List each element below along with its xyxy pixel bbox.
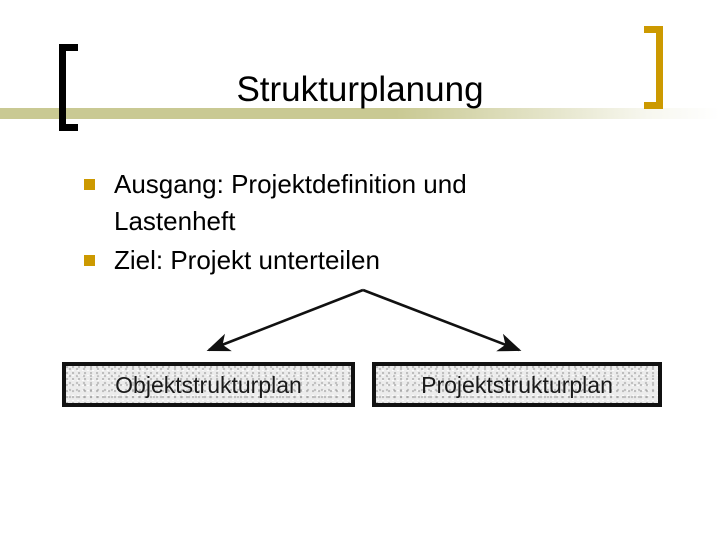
square-bullet-icon: [84, 179, 95, 190]
list-item-label: Ausgang: Projektdefinition und Lastenhef…: [114, 169, 467, 236]
left-bracket-stem: [59, 44, 66, 131]
list-item: Ziel: Projekt unterteilen: [84, 242, 584, 279]
right-bracket-arm-bottom: [644, 102, 663, 109]
bullet-list: Ausgang: Projektdefinition und Lastenhef…: [84, 166, 584, 281]
arrow-to-objektstrukturplan: [206, 288, 364, 352]
list-item: Ausgang: Projektdefinition und Lastenhef…: [84, 166, 584, 240]
diagram-box-objektstrukturplan[interactable]: Objektstrukturplan: [62, 362, 355, 407]
left-bracket-arm-bottom: [59, 124, 78, 131]
slide-title: Strukturplanung: [236, 70, 484, 109]
arrow-to-projektstrukturplan: [362, 288, 522, 352]
diagram-box-label: Projektstrukturplan: [421, 371, 613, 398]
diagram-box-projektstrukturplan[interactable]: Projektstrukturplan: [372, 362, 662, 407]
right-bracket-stem: [656, 26, 663, 109]
title-rule: [0, 108, 720, 119]
list-item-label: Ziel: Projekt unterteilen: [114, 245, 380, 275]
right-bracket-arm-top: [644, 26, 663, 33]
left-bracket-icon: [59, 44, 78, 131]
left-bracket-arm-top: [59, 44, 78, 51]
right-bracket-icon: [644, 26, 663, 109]
square-bullet-icon: [84, 255, 95, 266]
diagram-box-label: Objektstrukturplan: [115, 371, 302, 398]
